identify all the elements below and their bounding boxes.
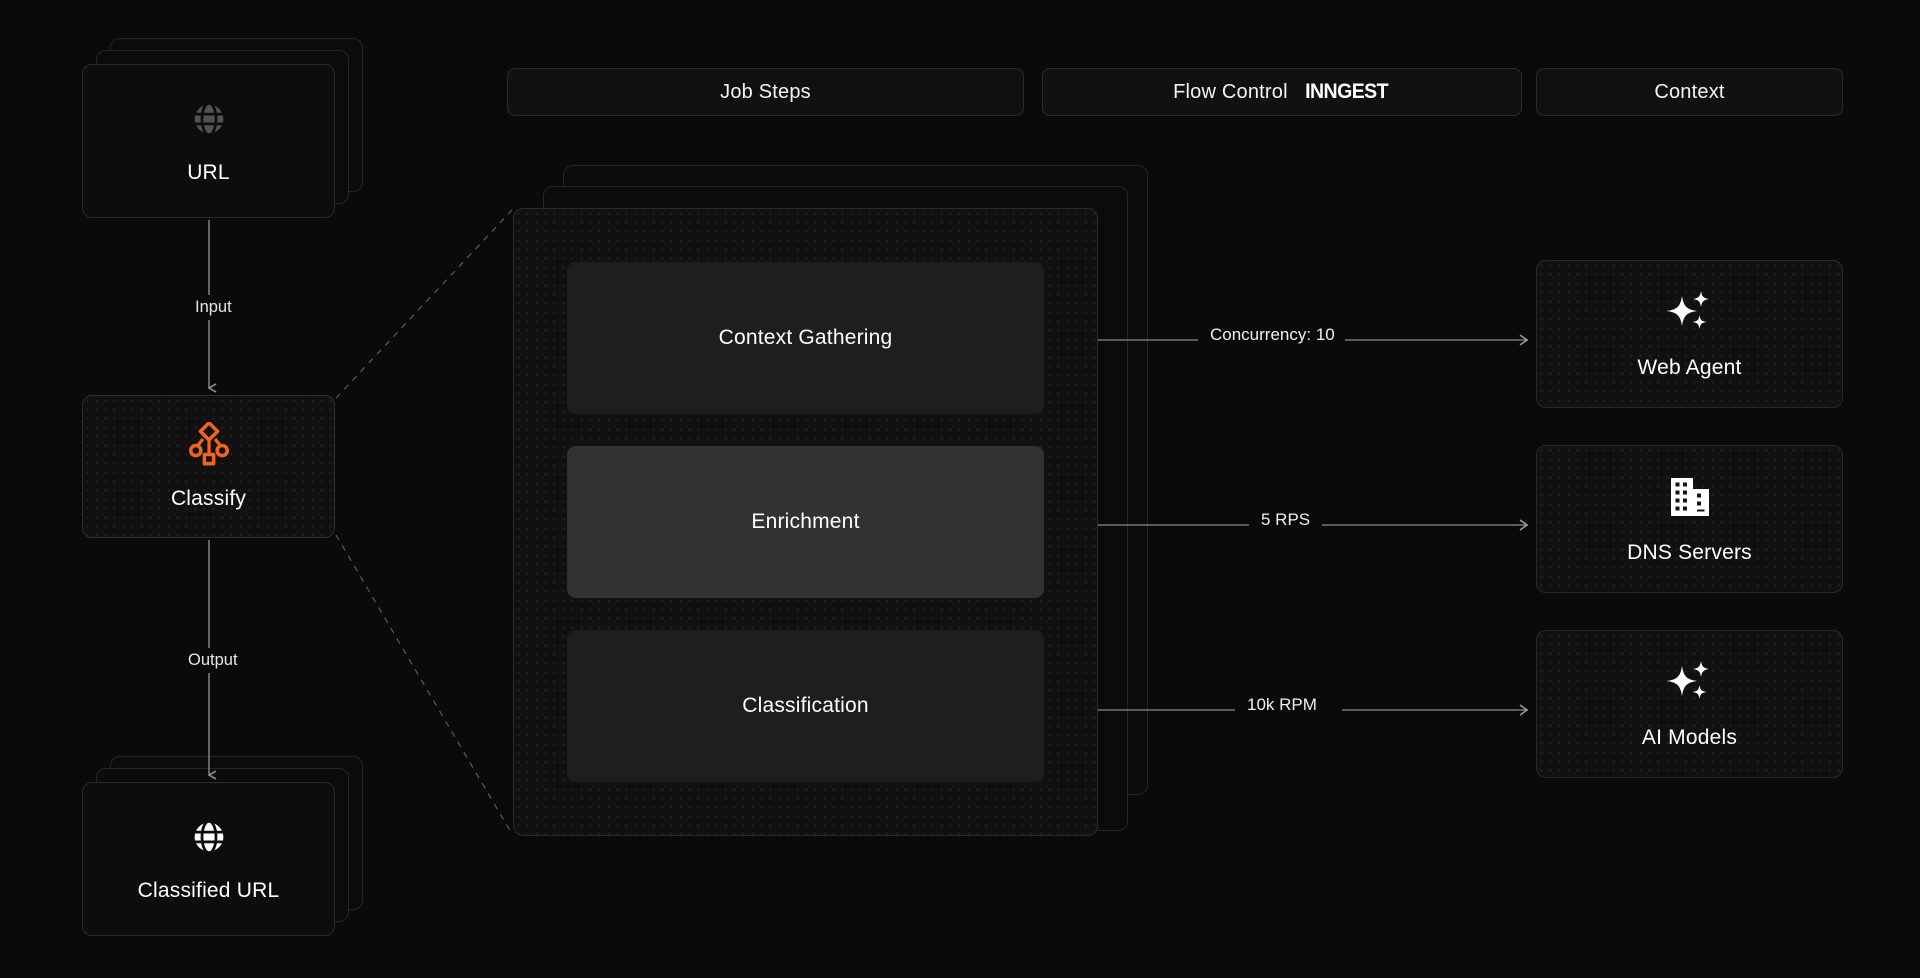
header-pill-flow-control-label: Flow Control	[1173, 80, 1288, 103]
node-classify[interactable]: Classify	[82, 395, 335, 538]
node-url[interactable]: URL	[82, 64, 335, 218]
job-step-enrichment-label: Enrichment	[751, 510, 860, 533]
workflow-icon	[187, 421, 231, 471]
expansion-line-top	[335, 209, 513, 399]
sparkles-icon	[1664, 289, 1716, 340]
context-card-ai-models[interactable]: AI Models	[1536, 630, 1843, 778]
flow-control-label-rps: 5 RPS	[1251, 507, 1321, 533]
context-card-ai-models-label: AI Models	[1641, 725, 1738, 749]
globe-icon	[188, 98, 230, 145]
job-step-classification[interactable]: Classification	[567, 630, 1044, 782]
header-pill-flow-control[interactable]: Flow Control INNGEST	[1042, 68, 1522, 116]
header-pill-job-steps-label: Job Steps	[720, 80, 811, 103]
flow-control-label-concurrency: Concurrency: 10	[1200, 322, 1345, 348]
node-url-label: URL	[187, 160, 230, 184]
inngest-logo-wordmark: INNGEST	[1304, 80, 1388, 103]
job-step-context-gathering[interactable]: Context Gathering	[567, 262, 1044, 414]
header-pill-job-steps[interactable]: Job Steps	[507, 68, 1024, 116]
context-card-dns-servers-label: DNS Servers	[1627, 540, 1752, 564]
node-classified-url[interactable]: Classified URL	[82, 782, 335, 936]
building-icon	[1666, 474, 1714, 525]
globe-icon	[188, 816, 230, 863]
job-step-classification-label: Classification	[742, 694, 869, 717]
job-step-enrichment[interactable]: Enrichment	[567, 446, 1044, 598]
node-classify-label: Classify	[170, 487, 247, 510]
context-card-dns-servers[interactable]: DNS Servers	[1536, 445, 1843, 593]
job-steps-panel: Context Gathering Enrichment Classificat…	[513, 208, 1098, 836]
edge-label-output: Output	[179, 648, 247, 673]
job-step-context-gathering-label: Context Gathering	[718, 326, 893, 349]
context-card-web-agent[interactable]: Web Agent	[1536, 260, 1843, 408]
context-card-web-agent-label: Web Agent	[1637, 355, 1742, 379]
node-classified-url-label: Classified URL	[137, 878, 280, 902]
edge-label-input: Input	[186, 295, 241, 320]
header-pill-context-label: Context	[1654, 80, 1725, 103]
header-pill-context[interactable]: Context	[1536, 68, 1843, 116]
flow-control-label-rpm: 10k RPM	[1237, 692, 1327, 718]
sparkles-icon	[1664, 659, 1716, 710]
